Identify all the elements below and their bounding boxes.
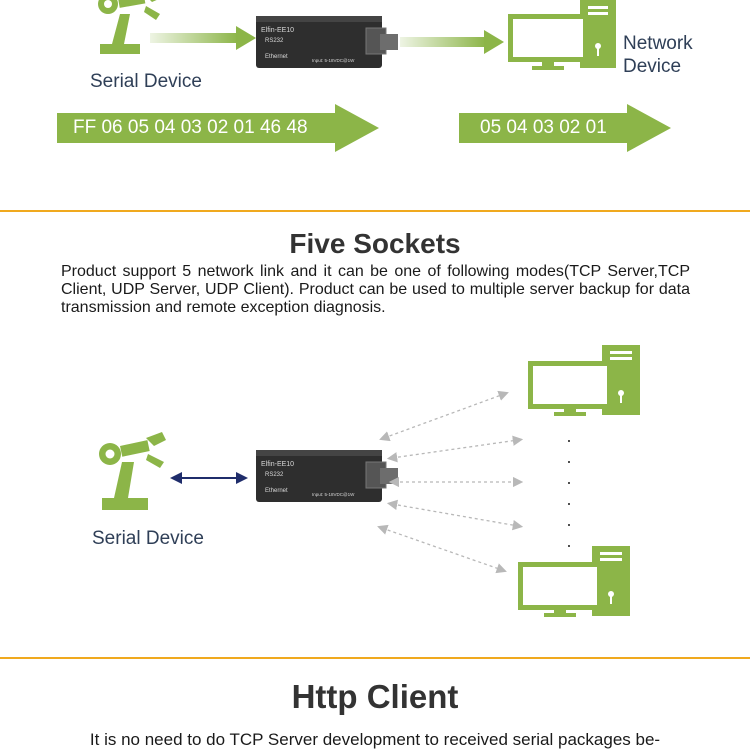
device-input-rating: Input: 5-18VDC@1W [312,492,355,497]
robot-arm-icon [98,0,160,54]
network-device-label: Network Device [623,32,693,78]
input-data-arrow-shape [57,104,379,152]
http-client-description: It is no need to do TCP Server developme… [89,730,661,749]
serial-device-label: Serial Device [92,528,204,549]
device-port: RS232 [265,38,284,44]
computer-icon [508,0,616,70]
five-sockets-title: Five Sockets [289,228,461,259]
device-port: RS232 [265,472,284,478]
network-device-label-line1: Network [623,33,693,54]
output-data-arrow-shape [459,104,671,152]
device-input-rating: Input: 5-18VDC@1W [312,58,355,63]
serial-server-device: Elfin-EE10 RS232 Ethernet Input: 5-18VDC… [256,16,398,68]
socket-links [377,390,524,574]
section-divider [0,210,750,212]
computer-icon [518,546,630,617]
input-data-text: FF 06 05 04 03 02 01 46 48 [73,117,308,138]
ellipsis-dots: · · · · · · [566,430,572,555]
serial-server-device: Elfin-EE10 RS232 Ethernet Input: 5-18VDC… [256,450,398,502]
device-network: Ethernet [265,54,288,60]
computer-icon [528,345,640,416]
arrow-to-device [150,26,256,50]
bidirectional-arrow [170,472,248,484]
serial-device-label: Serial Device [90,71,202,92]
output-data-arrow: 05 04 03 02 01 [459,104,671,152]
network-device-label-line2: Device [623,56,682,77]
device-brand: Elfin-EE10 [261,461,294,468]
input-data-arrow: FF 06 05 04 03 02 01 46 48 [57,104,379,152]
robot-arm-icon [99,432,166,510]
section-divider [0,657,750,659]
device-brand: Elfin-EE10 [261,27,294,34]
device-network: Ethernet [265,488,288,494]
output-data-text: 05 04 03 02 01 [480,117,607,138]
arrow-to-network [400,30,504,54]
five-sockets-description: Product support 5 network link and it ca… [61,263,690,316]
http-client-title: Http Client [291,678,459,715]
